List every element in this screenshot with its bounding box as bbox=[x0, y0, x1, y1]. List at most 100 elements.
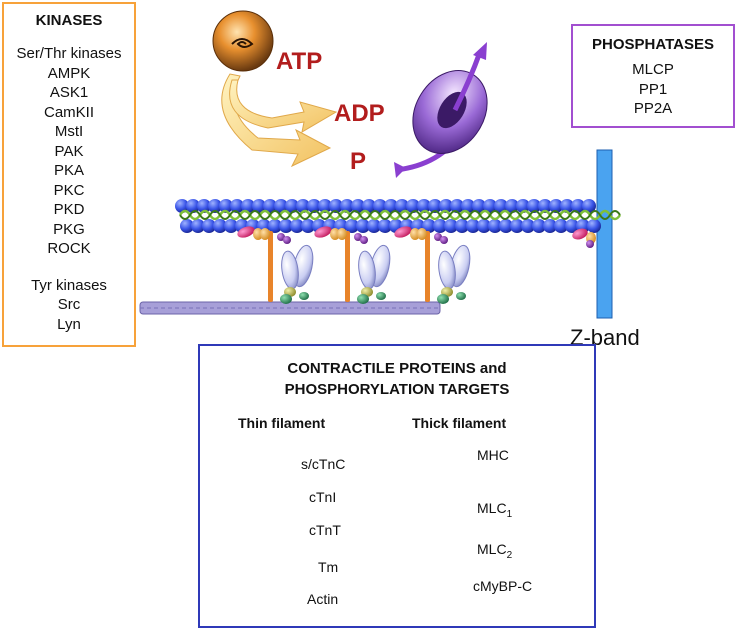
actin-bead bbox=[213, 219, 227, 233]
actin-bead bbox=[565, 219, 579, 233]
legend-tm-label: Tm bbox=[318, 559, 339, 575]
actin-bead bbox=[406, 199, 420, 213]
actin-bead bbox=[428, 199, 442, 213]
legend-mlc1-label: MLC1 bbox=[477, 500, 513, 520]
actin-bead bbox=[505, 199, 519, 213]
kinase-item: Src bbox=[57, 296, 81, 313]
kinase-item: PKA bbox=[53, 162, 84, 179]
tni-blob bbox=[410, 228, 420, 240]
tni-blob bbox=[253, 228, 263, 240]
actin-bead bbox=[186, 199, 200, 213]
actin-bead bbox=[191, 219, 205, 233]
serthr-header: Ser/Thr kinases bbox=[16, 45, 122, 62]
actin-bead bbox=[384, 199, 398, 213]
actin-bead bbox=[483, 199, 497, 213]
actin-bead bbox=[340, 199, 354, 213]
atp-label: ATP bbox=[276, 48, 323, 75]
tnc-blob bbox=[360, 236, 368, 244]
actin-bead bbox=[307, 199, 321, 213]
mlc2-blob bbox=[376, 292, 386, 300]
actin-bead bbox=[477, 219, 491, 233]
actin-bead bbox=[263, 199, 277, 213]
actin-bead bbox=[455, 219, 469, 233]
tnc-blob bbox=[277, 233, 285, 241]
phosphate-label: P bbox=[350, 148, 367, 175]
phosphatase-disc-icon bbox=[394, 42, 488, 178]
actin-bead bbox=[444, 219, 458, 233]
mybpc-rod bbox=[425, 231, 430, 302]
actin-bead bbox=[356, 219, 370, 233]
actin-bead bbox=[301, 219, 315, 233]
actin-bead bbox=[554, 219, 568, 233]
serthr-list: Ser/Thr kinases AMPK ASK1 CamKII MstI PA… bbox=[4, 44, 134, 334]
actin-bead bbox=[290, 219, 304, 233]
tropomyosin-strand bbox=[179, 210, 621, 220]
tnc-blob bbox=[283, 236, 291, 244]
actin-bead bbox=[439, 199, 453, 213]
atp-sphere-icon bbox=[212, 10, 274, 72]
kinases-panel: KINASES Ser/Thr kinases AMPK ASK1 CamKII… bbox=[2, 2, 136, 347]
tni-blob bbox=[417, 228, 427, 240]
mlc2-blob bbox=[299, 292, 309, 300]
mlc2-blob bbox=[280, 294, 292, 304]
tnt-blob bbox=[237, 226, 255, 238]
actin-bead bbox=[488, 219, 502, 233]
legend-tnc-label: s/cTnC bbox=[301, 456, 346, 472]
actin-bead bbox=[422, 219, 436, 233]
kinases-title: KINASES bbox=[35, 12, 103, 29]
actin-bead bbox=[521, 219, 535, 233]
thick-filament-header: Thick filament bbox=[412, 415, 507, 431]
actin-bead bbox=[373, 199, 387, 213]
phosphatase-item: PP2A bbox=[633, 100, 673, 117]
actin-bead bbox=[268, 219, 282, 233]
actin-bead bbox=[532, 219, 546, 233]
actin-bead bbox=[274, 199, 288, 213]
tni-blob bbox=[260, 228, 270, 240]
tnc-blob bbox=[440, 236, 448, 244]
actin-bead bbox=[466, 219, 480, 233]
kinase-item: AMPK bbox=[47, 64, 91, 82]
actin-bead bbox=[516, 199, 530, 213]
actin-bead bbox=[571, 199, 585, 213]
actin-bead bbox=[543, 219, 557, 233]
actin-bead bbox=[351, 199, 365, 213]
actin-bead bbox=[433, 219, 447, 233]
thick-filament bbox=[139, 301, 441, 315]
actin-bead bbox=[230, 199, 244, 213]
legend-actin-label: Actin bbox=[307, 591, 339, 607]
mybpc-rod bbox=[345, 231, 350, 302]
actin-bead bbox=[197, 199, 211, 213]
actin-bead bbox=[582, 199, 596, 213]
actin-bead bbox=[202, 219, 216, 233]
actin-bead bbox=[318, 199, 332, 213]
legend-panel bbox=[198, 344, 596, 628]
mlc2-blob bbox=[437, 294, 449, 304]
actin-bead bbox=[252, 199, 266, 213]
actin-bead bbox=[510, 219, 524, 233]
thin-filament-header: Thin filament bbox=[238, 415, 326, 431]
kinase-item: PKG bbox=[53, 220, 85, 238]
phosphatase-list: MLCP PP1 PP2A bbox=[573, 60, 733, 119]
adp-label: ADP bbox=[334, 100, 385, 127]
z-band-bar bbox=[596, 149, 613, 319]
actin-bead bbox=[587, 219, 601, 233]
kinase-item: ROCK bbox=[47, 240, 91, 257]
tnt-blob bbox=[314, 226, 332, 238]
legend-mhc-label: MHC bbox=[477, 447, 509, 463]
actin-bead bbox=[549, 199, 563, 213]
legend-title-1: CONTRACTILE PROTEINS and bbox=[287, 360, 507, 377]
actin-bead bbox=[208, 199, 222, 213]
actin-bead bbox=[527, 199, 541, 213]
actin-bead bbox=[279, 219, 293, 233]
hydrolysis-arrows bbox=[221, 73, 338, 168]
actin-bead bbox=[285, 199, 299, 213]
tnc-blob bbox=[586, 240, 594, 248]
actin-bead bbox=[241, 199, 255, 213]
actin-bead bbox=[367, 219, 381, 233]
actin-bead bbox=[345, 219, 359, 233]
thin-filament bbox=[175, 199, 622, 233]
phosphatase-item: PP1 bbox=[638, 80, 668, 98]
kinase-item: CamKII bbox=[43, 103, 94, 121]
legend-tni-label: cTnI bbox=[309, 489, 337, 505]
